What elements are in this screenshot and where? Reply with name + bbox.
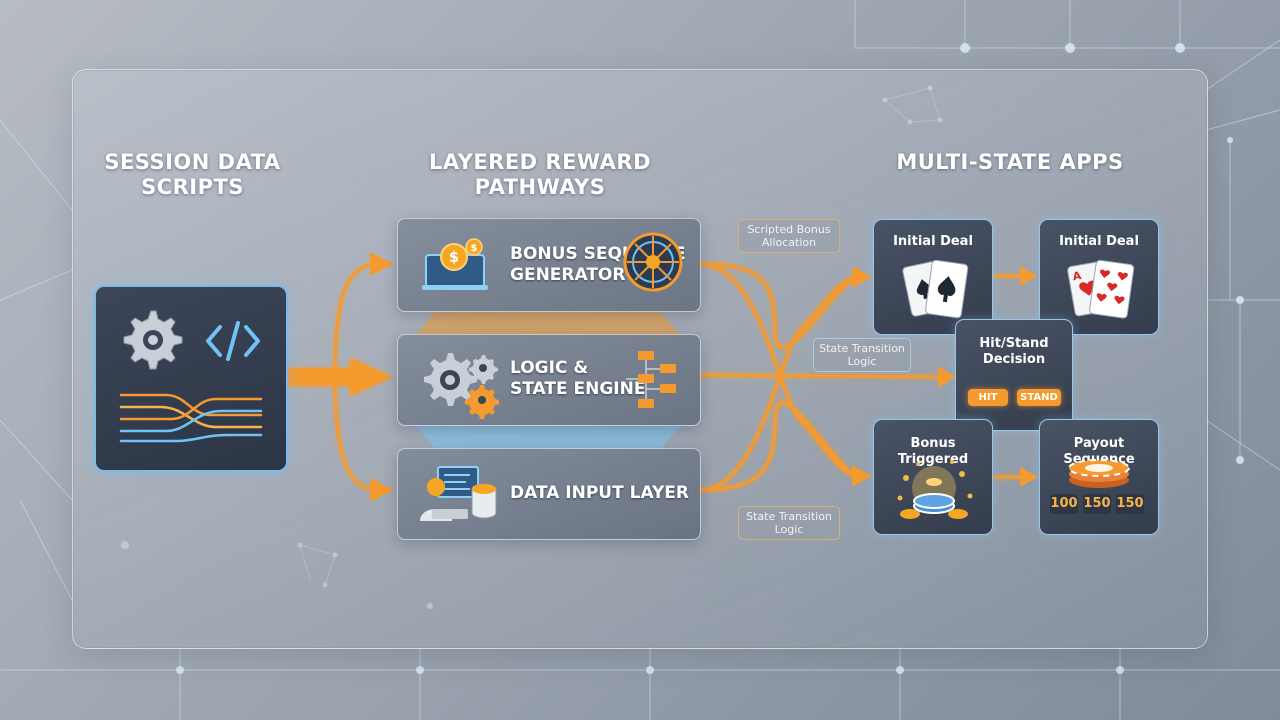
scripted-bonus-allocation-tag: Scripted Bonus Allocation — [738, 219, 840, 253]
coin-screen-icon: $ $ — [422, 238, 488, 290]
playing-cards-icon — [902, 259, 969, 319]
bonus-glow — [415, 312, 681, 336]
svg-text:A: A — [1072, 269, 1083, 283]
hit-stand-label: Hit/Stand Decision — [979, 336, 1049, 367]
payout-value-3: 150 — [1116, 494, 1144, 514]
initial-deal-state-2[interactable]: Initial Deal A — [1039, 219, 1159, 335]
payout-value-1: 100 — [1050, 494, 1078, 514]
pathways-title: LAYERED REWARD PATHWAYS — [428, 150, 652, 199]
session-data-scripts-box[interactable] — [94, 285, 288, 472]
stand-button[interactable]: STAND — [1017, 389, 1061, 406]
user-terminal-icon — [420, 466, 479, 521]
logic-state-engine-layer[interactable]: LOGIC & STATE ENGINE — [397, 334, 701, 426]
code-icon — [206, 321, 260, 361]
data-input-layer-label: DATA INPUT LAYER — [510, 483, 690, 503]
data-input-layer[interactable]: DATA INPUT LAYER — [397, 448, 701, 540]
initial-deal-state-1[interactable]: Initial Deal — [873, 219, 993, 335]
roulette-wheel-icon — [623, 232, 683, 292]
source-title: SESSION DATA SCRIPTS — [104, 150, 281, 199]
hit-stand-decision-state[interactable]: Hit/Stand Decision HIT STAND — [955, 319, 1073, 431]
state-transition-tag-upper: State Transition Logic — [813, 338, 911, 372]
hit-button[interactable]: HIT — [968, 389, 1008, 406]
bonus-triggered-state[interactable]: Bonus Triggered — [873, 419, 993, 535]
data-glow — [415, 425, 681, 449]
coin-burst-icon — [897, 460, 973, 519]
logic-layer-label: LOGIC & STATE ENGINE — [510, 358, 646, 399]
payout-sequence-state[interactable]: Payout Sequence — [1039, 419, 1159, 535]
data-streams-icon — [119, 393, 263, 443]
svg-text:$: $ — [471, 243, 478, 254]
apps-title: MULTI-STATE APPS — [896, 150, 1124, 174]
state-transition-tag-lower: State Transition Logic — [738, 506, 840, 540]
payout-value-2: 150 — [1083, 494, 1111, 514]
chip-stack-icon — [1068, 459, 1130, 488]
bonus-sequence-generator-layer[interactable]: $ $ BONUS SEQUENCE GENERATOR — [397, 218, 701, 312]
initial-deal-label-1: Initial Deal — [893, 234, 973, 249]
flowchart-icon — [626, 351, 676, 408]
initial-deal-label-2: Initial Deal — [1059, 234, 1139, 249]
gears-icon — [424, 353, 499, 419]
svg-text:$: $ — [449, 248, 459, 266]
database-icon — [471, 483, 497, 519]
playing-cards-icon: A — [1067, 259, 1135, 319]
gear-icon — [123, 310, 183, 370]
